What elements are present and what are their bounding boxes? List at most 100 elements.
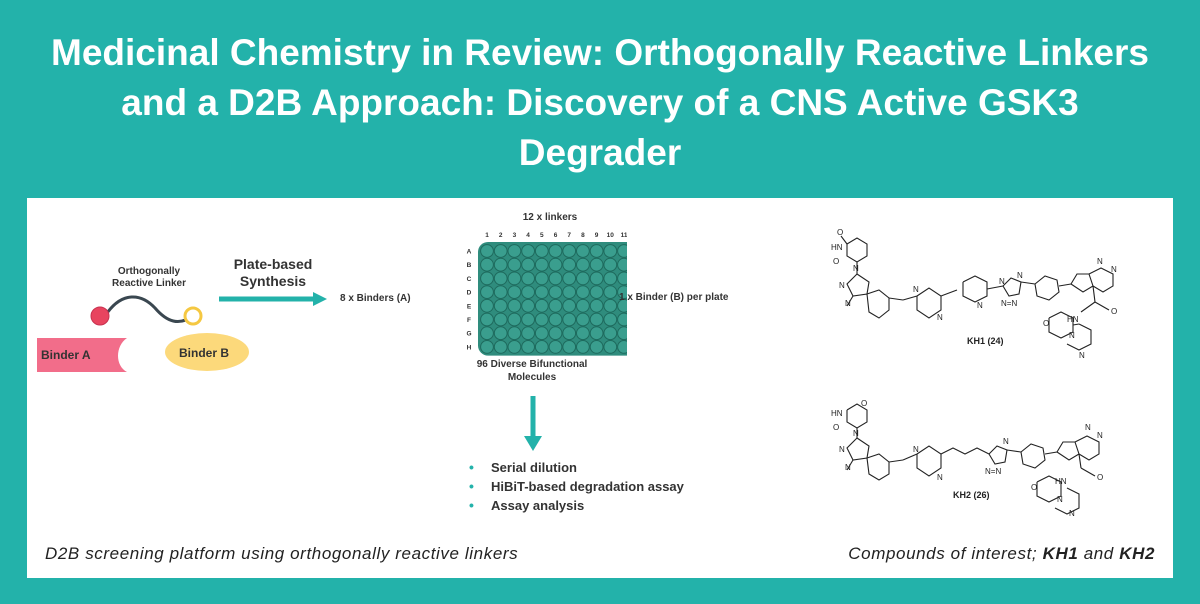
plate-well <box>534 271 549 286</box>
atom-label: N <box>999 277 1005 286</box>
plate-well <box>548 271 563 286</box>
plate-well <box>534 285 549 299</box>
atom-label: N <box>937 313 943 322</box>
structure-kh2: O HN O N N N N N N N=N N N O HN O N N KH… <box>831 399 1103 518</box>
linker-label: Orthogonally Reactive Linker <box>112 266 186 289</box>
kh1-emphasis: KH1 <box>1042 544 1079 563</box>
plate-well <box>548 285 563 299</box>
atom-label: N=N <box>985 467 1001 476</box>
plate-well <box>562 257 577 272</box>
plate-column-label: 2 <box>499 232 503 239</box>
plate-well <box>480 257 494 272</box>
plate-well <box>507 257 522 272</box>
plate-well <box>562 298 577 313</box>
plate-well <box>480 312 494 327</box>
plate-column-label: 3 <box>513 232 517 239</box>
plate-well <box>507 326 522 341</box>
atom-label: N <box>913 285 919 294</box>
plate-well <box>534 326 549 341</box>
plate-well <box>521 326 535 341</box>
compound-label: KH1 (24) <box>967 336 1004 346</box>
plate-column-label: 7 <box>567 232 571 239</box>
plate-well <box>603 312 618 327</box>
plate-well <box>548 298 563 313</box>
linker-chain <box>103 295 194 324</box>
plate-well <box>534 244 549 258</box>
plate-well <box>576 271 590 286</box>
plate-well <box>589 340 604 354</box>
atom-label: N <box>845 299 851 308</box>
linker-diagram <box>37 295 249 372</box>
atom-label: O <box>1031 483 1037 492</box>
plate-well <box>480 298 494 313</box>
plate-well <box>617 271 627 286</box>
plate-row-label: H <box>467 344 472 351</box>
plate-column-label: 11 <box>621 232 627 239</box>
plate-well <box>480 285 494 299</box>
plate-well <box>576 244 590 258</box>
molecules-label: 96 Diverse Bifunctional Molecules <box>476 359 588 383</box>
plate-well <box>617 285 627 299</box>
atom-label: N <box>839 281 845 290</box>
binders-a-label: 8 x Binders (A) <box>340 293 411 304</box>
plate-well <box>548 326 563 341</box>
plate-well <box>493 312 508 327</box>
plate-well <box>493 326 508 341</box>
plate-column-label: 9 <box>595 232 599 239</box>
plate-well <box>603 244 618 258</box>
atom-label: O <box>837 228 843 237</box>
plate-well <box>617 340 627 354</box>
plate-well <box>576 298 590 313</box>
plate-well <box>576 257 590 272</box>
step-item: •Serial dilution <box>469 459 577 475</box>
atom-label: N <box>1017 271 1023 280</box>
plate-well <box>507 340 522 354</box>
atom-label: N <box>1097 431 1103 440</box>
plate-column-label: 5 <box>540 232 544 239</box>
plate-well <box>493 271 508 286</box>
plate-well <box>589 244 604 258</box>
atom-label: N <box>853 264 859 273</box>
plate-column-label: 10 <box>607 232 615 239</box>
atom-label: N <box>1097 257 1103 266</box>
compound-label: KH2 (26) <box>953 490 990 500</box>
plate-well <box>493 340 508 354</box>
plate-well <box>589 257 604 272</box>
plate-row-label: F <box>467 317 471 324</box>
plate-column-label: 1 <box>485 232 489 239</box>
plate-well <box>562 312 577 327</box>
plate-well <box>534 257 549 272</box>
atom-label: N <box>1069 331 1075 340</box>
plate-row-label: D <box>467 290 472 297</box>
left-caption: D2B screening platform using orthogonall… <box>45 544 519 563</box>
plate-well <box>521 298 535 313</box>
plate-well <box>493 257 508 272</box>
atom-label: N <box>1079 351 1085 360</box>
atom-label: O <box>833 257 839 266</box>
plate-well <box>534 312 549 327</box>
plate-row-label: E <box>467 303 472 310</box>
plate-column-label: 8 <box>581 232 585 239</box>
plate-row-label: G <box>466 331 471 338</box>
binder-a-shape <box>37 338 127 372</box>
binder-b-per-plate-label: 1 x Binder (B) per plate <box>619 292 729 303</box>
binder-a-label: Binder A <box>41 348 91 362</box>
plate-well <box>576 340 590 354</box>
plate-well <box>562 244 577 258</box>
atom-label: HN <box>1055 477 1067 486</box>
atom-label: N <box>1057 495 1063 504</box>
plate-well <box>480 244 494 258</box>
plate-well <box>617 312 627 327</box>
atom-label: N <box>853 429 859 438</box>
plate-well <box>507 244 522 258</box>
plate-well <box>493 244 508 258</box>
plate-well <box>562 326 577 341</box>
binder-b-shape <box>165 333 249 371</box>
plate-well <box>576 326 590 341</box>
atom-label: O <box>1097 473 1103 482</box>
plate-well <box>617 326 627 341</box>
atom-label: N <box>1069 509 1075 518</box>
plate-row-label: A <box>467 249 472 256</box>
atom-label: HN <box>831 243 843 252</box>
